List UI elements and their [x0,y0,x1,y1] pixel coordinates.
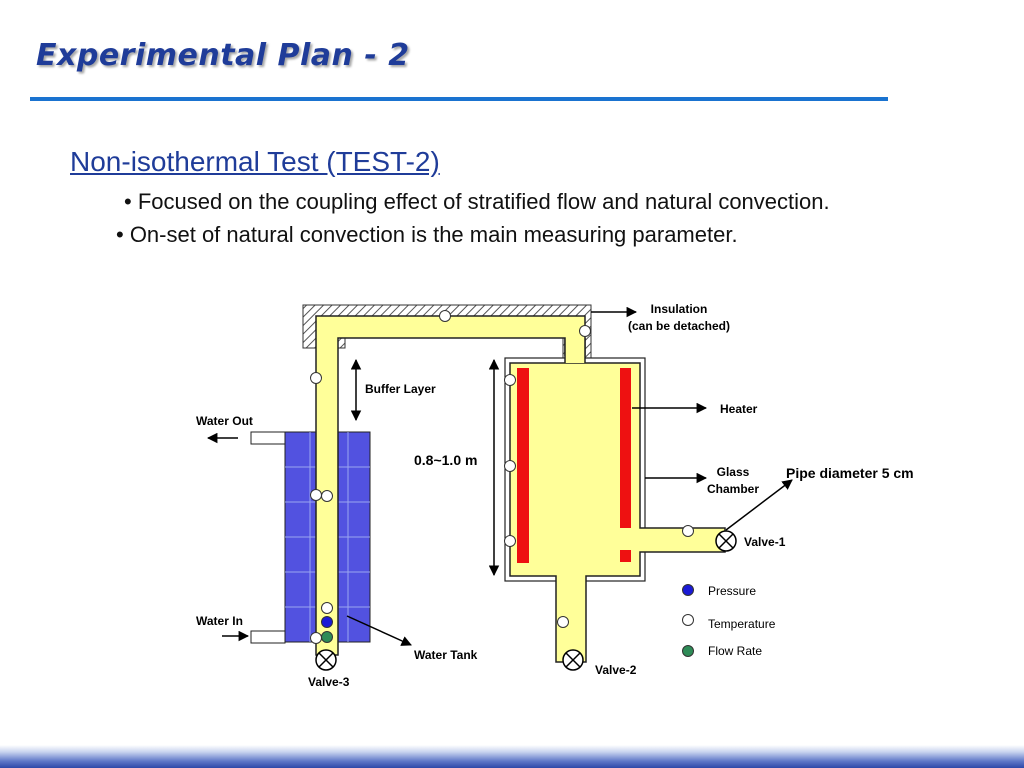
legend-flow-rate-label: Flow Rate [708,644,762,658]
flow-rate-sensor [321,631,333,643]
bullet-point-2: • On-set of natural convection is the ma… [116,222,738,247]
legend-temperature-marker [682,614,694,626]
slide-title: Experimental Plan - 2 [36,38,410,73]
chamber-inlet-pipe [565,338,585,363]
footer-gradient-bar [0,745,1024,768]
valve-3-label: Valve-3 [308,675,350,689]
insulation-label-2: (can be detached) [628,319,730,333]
pipe-diameter-label: Pipe diameter 5 cm [786,465,914,481]
height-label: 0.8~1.0 m [414,452,477,468]
glass-chamber-label-2: Chamber [707,482,759,496]
water-tank-label: Water Tank [414,648,478,662]
heater-right [620,368,631,528]
glass-chamber-label: Glass [717,465,750,479]
water-out-label: Water Out [196,414,253,428]
glass-chamber-inner [509,362,726,663]
water-in-label: Water In [196,614,243,628]
legend-pressure-label: Pressure [708,584,756,598]
valve-1-label: Valve-1 [744,535,786,549]
heater-label: Heater [720,402,758,416]
pressure-sensor [321,616,333,628]
legend-temperature-label: Temperature [708,617,776,631]
valve-2-label: Valve-2 [595,663,637,677]
legend-flow-rate-marker [682,645,694,657]
valve-2-icon [562,649,584,671]
valve-3-icon [315,649,337,671]
section-heading: Non-isothermal Test (TEST-2) [70,146,440,177]
title-underline [30,97,888,101]
water-tank-pointer [346,615,412,646]
water-in-port [250,630,286,644]
pipe-diameter-pointer [725,479,793,531]
temperature-sensors [310,310,694,644]
legend-pressure-marker [682,584,694,596]
valve-1-icon [715,530,737,552]
insulation-label: Insulation [651,302,708,316]
buffer-layer-label: Buffer Layer [365,382,436,396]
heater-right-small [620,550,631,562]
heater-left [517,368,529,563]
water-out-port [250,431,286,445]
bullet-point-1: • Focused on the coupling effect of stra… [124,189,830,214]
